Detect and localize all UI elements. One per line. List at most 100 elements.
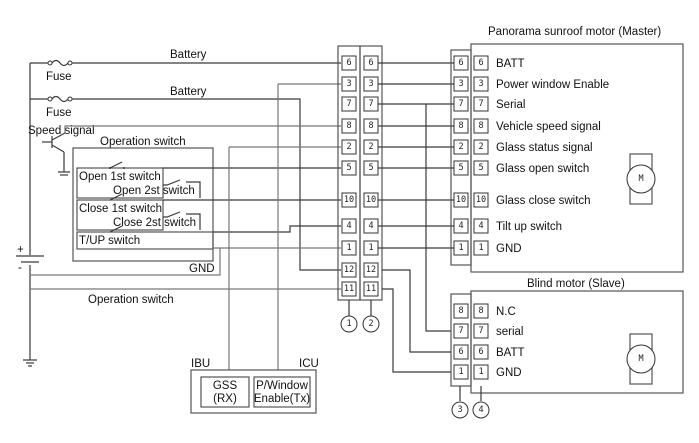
- connector-3-label: 3: [457, 405, 462, 415]
- ibu-label: IBU: [191, 358, 210, 370]
- connector-2-pin-label: 3: [368, 79, 373, 89]
- master-connector-pin: [473, 96, 489, 112]
- master-pin-number: 7: [478, 99, 483, 109]
- master-pin-number: 2: [458, 142, 463, 152]
- icu-label: ICU: [299, 358, 319, 370]
- master-pin-label: Tilt up switch: [496, 221, 562, 233]
- connector-1-pin-label: 3: [346, 79, 351, 89]
- tup-label: T/UP switch: [79, 235, 140, 247]
- connector-1-pin: [341, 118, 357, 134]
- pwin-line2: Enable(Tx): [254, 393, 310, 405]
- master-connector-pin: [473, 192, 489, 208]
- connector-1-pin: [341, 218, 357, 234]
- connector-2-badge: [362, 315, 380, 333]
- slave-pin-label: serial: [496, 326, 523, 338]
- connector-2-pin: [363, 262, 379, 278]
- slave-connector-pin: [453, 303, 469, 319]
- open-1st-label: Open 1st switch: [79, 171, 161, 183]
- slave-title: Blind motor (Slave): [527, 278, 625, 290]
- ibu-icu-box: [190, 369, 317, 414]
- slave-connector-pin: [473, 303, 489, 319]
- master-pin-label: GND: [496, 243, 522, 255]
- connector-1-pin-label: 12: [344, 265, 354, 275]
- slave-connector-pin: [453, 364, 469, 380]
- connector-2-pin-label: 1: [368, 243, 373, 253]
- pwin-box: [253, 376, 311, 408]
- master-connector-pin: [453, 160, 469, 176]
- connector-2-pin-label: 7: [368, 99, 373, 109]
- master-connector-pin: [473, 55, 489, 71]
- slave-pin-number: 7: [478, 326, 483, 336]
- connector-1-pin: [341, 55, 357, 71]
- master-pin-label: BATT: [496, 58, 525, 70]
- master-pin-label: Vehicle speed signal: [496, 121, 601, 133]
- connector-2-pin-label: 6: [368, 58, 373, 68]
- connector-2-pin-label: 11: [366, 284, 376, 294]
- connector-1-pin-label: 7: [346, 99, 351, 109]
- master-motor-box: [470, 43, 684, 273]
- connector-1-pin: [341, 160, 357, 176]
- master-pin-number: 2: [478, 142, 483, 152]
- connector-1-pin: [341, 192, 357, 208]
- master-connector-pin: [453, 192, 469, 208]
- gnd-label: GND: [189, 263, 215, 275]
- master-pin-number: 1: [478, 243, 483, 253]
- connector-1-pin-label: 10: [344, 195, 354, 205]
- master-pin-number: 8: [478, 121, 483, 131]
- master-connector-pin: [453, 55, 469, 71]
- master-pin-label: Serial: [496, 99, 525, 111]
- slave-connector-pin: [473, 323, 489, 339]
- connector-1-pin-label: 5: [346, 163, 351, 173]
- close-2st-label: Close 2st switch: [113, 217, 196, 229]
- slave-batt-wire: [382, 269, 451, 353]
- master-pin-number: 8: [458, 121, 463, 131]
- connector-1-pin-label: 4: [346, 221, 351, 231]
- master-pin-number: 3: [478, 79, 483, 89]
- connector-1-pin: [341, 240, 357, 256]
- gss-line1: GSS: [213, 380, 238, 392]
- connector-3-badge: [451, 401, 469, 419]
- battery-label-1: Battery: [170, 49, 207, 61]
- svg-text:M: M: [638, 174, 643, 184]
- battery-minus: -: [18, 262, 22, 274]
- switch-icon-open1: [109, 161, 125, 169]
- connector-1-pin-label: 6: [346, 58, 351, 68]
- transistor-icon: [42, 132, 70, 176]
- speed-signal-wire: [64, 125, 341, 133]
- connector-2-pin-label: 12: [366, 265, 376, 275]
- connector-1-pin: [341, 281, 357, 297]
- slave-gnd-wire: [382, 288, 451, 373]
- slave-motor-icon: M: [626, 333, 656, 385]
- master-pin-number: 10: [456, 195, 466, 205]
- slave-pin-number: 6: [458, 347, 463, 357]
- operation-switch-box: [72, 147, 214, 262]
- master-pin-number: 6: [478, 58, 483, 68]
- fuse-icon-2: [47, 95, 73, 103]
- master-pin-number: 6: [458, 58, 463, 68]
- master-pin-label: Glass open switch: [496, 163, 589, 175]
- slave-pin-number: 7: [458, 326, 463, 336]
- connector-1-label: 1: [346, 319, 351, 329]
- connector-2-pin-label: 2: [368, 142, 373, 152]
- gss-line2: (RX): [213, 393, 237, 405]
- battery-wire-2: [72, 98, 341, 271]
- connector-4-label: 4: [478, 405, 483, 415]
- speed-signal-label: Speed signal: [28, 125, 95, 137]
- master-connector-pin: [453, 240, 469, 256]
- master-connector-pin: [453, 96, 469, 112]
- master-connector-pin: [473, 139, 489, 155]
- operation-switch-line-label: Operation switch: [88, 294, 174, 306]
- master-connector-pin: [473, 240, 489, 256]
- connector-2-pin-label: 5: [368, 163, 373, 173]
- fuse-label-1: Fuse: [46, 71, 72, 83]
- close-1st-label: Close 1st switch: [79, 203, 162, 215]
- connector-1-pin-label: 11: [344, 284, 354, 294]
- battery-plus: +: [17, 244, 24, 256]
- slave-pin-number: 1: [458, 367, 463, 377]
- master-pin-label: Glass close switch: [496, 195, 591, 207]
- gss-box: [200, 376, 250, 408]
- slave-connector-pin: [453, 344, 469, 360]
- switch-icon-close1: [109, 193, 123, 201]
- slave-motor-box: [470, 290, 684, 394]
